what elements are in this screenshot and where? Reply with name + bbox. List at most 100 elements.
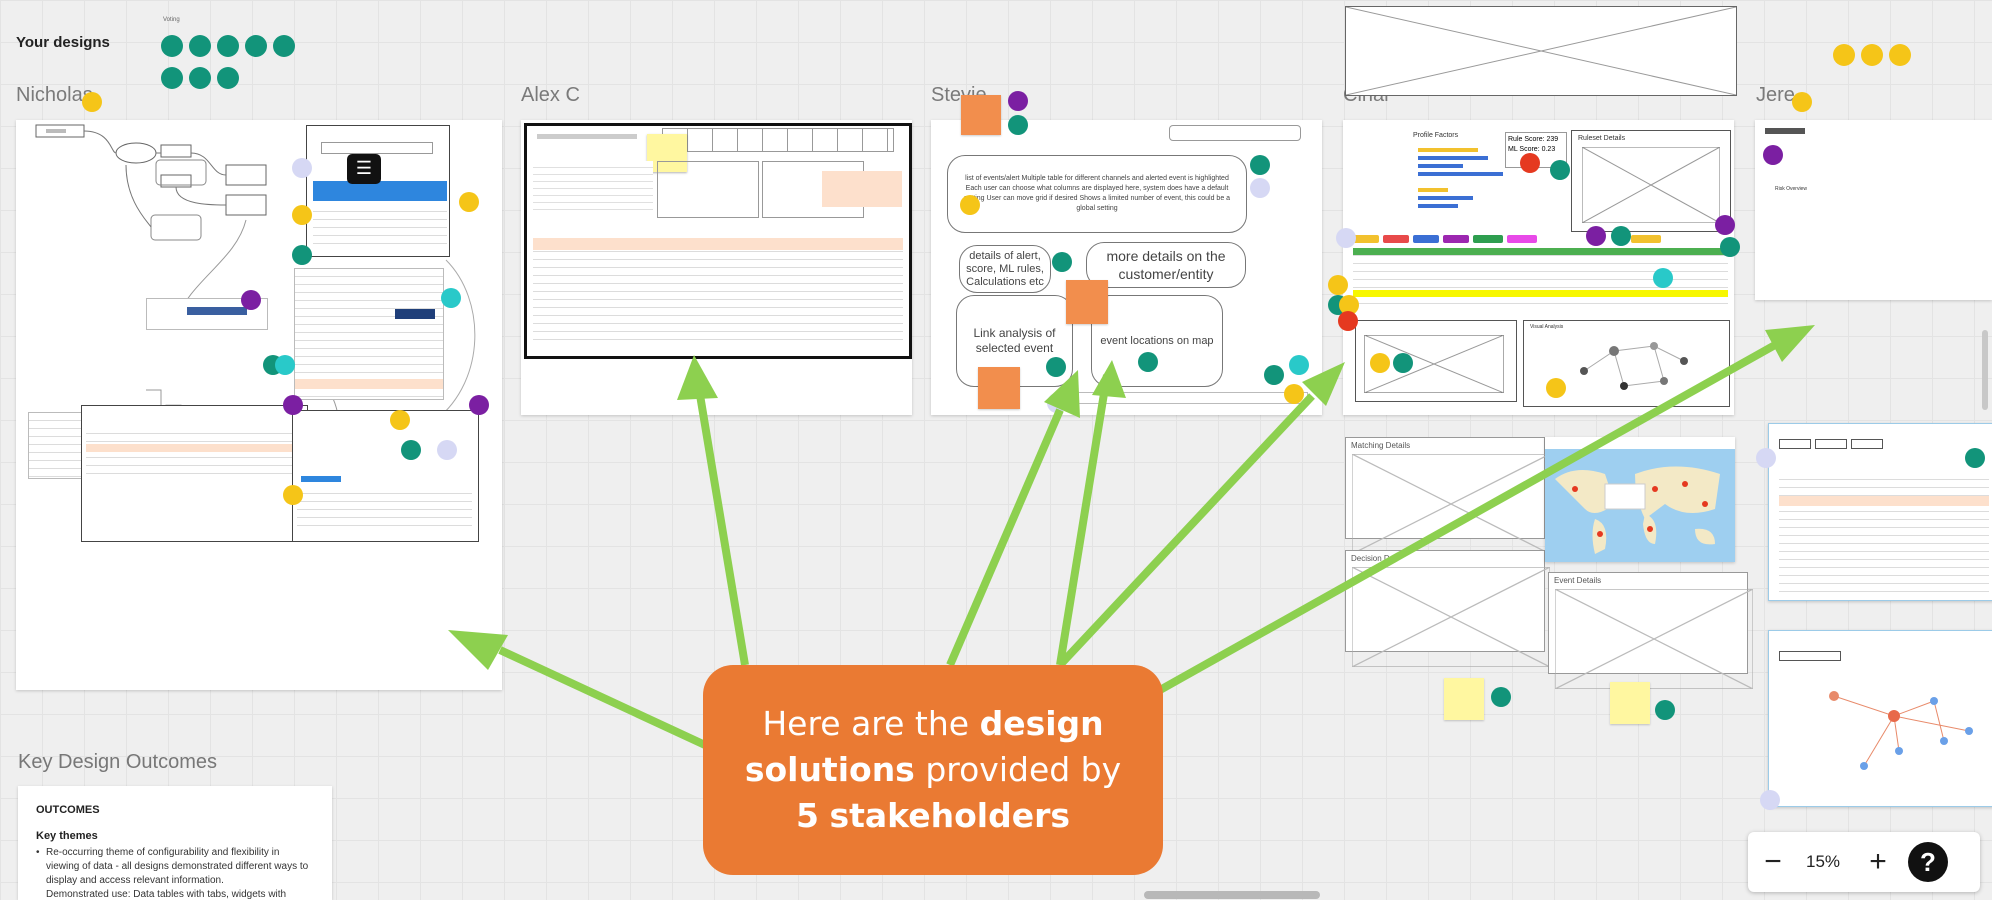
comment-icon[interactable]: ☰ bbox=[347, 154, 381, 184]
vote-dot bbox=[1284, 384, 1304, 404]
network-graph bbox=[1580, 342, 1688, 390]
zoom-in-button[interactable]: + bbox=[1869, 845, 1887, 878]
visual-analysis-box: Visual Analysis bbox=[1523, 320, 1730, 407]
vote-dot bbox=[1328, 275, 1348, 295]
frame-jere[interactable]: Risk Overview bbox=[1755, 120, 1992, 300]
zoom-out-button[interactable]: − bbox=[1764, 845, 1782, 878]
frame-nicholas[interactable]: ☰ bbox=[16, 120, 502, 690]
vote-dot bbox=[283, 395, 303, 415]
callout-bold-4: stakeholders bbox=[829, 796, 1070, 835]
vote-dot bbox=[441, 288, 461, 308]
wire-highlight-bar bbox=[313, 181, 447, 201]
wire-row-highlight bbox=[86, 444, 301, 452]
sticky-note[interactable] bbox=[1444, 678, 1484, 720]
vote-dot bbox=[1861, 44, 1883, 66]
horizontal-scrollbar[interactable] bbox=[1144, 891, 1320, 899]
filter-chip bbox=[1443, 235, 1469, 243]
table-row-highlight bbox=[1353, 290, 1728, 297]
jere-table-screen bbox=[1768, 423, 1992, 601]
arrow-to-stevie-center bbox=[1056, 374, 1111, 666]
vote-dot bbox=[1250, 178, 1270, 198]
vote-dot bbox=[1138, 352, 1158, 372]
vote-dot bbox=[1250, 155, 1270, 175]
wire-rows bbox=[313, 204, 447, 249]
voting-label: Voting bbox=[163, 17, 180, 23]
sticky-note bbox=[647, 134, 687, 172]
callout-text-2: provided by bbox=[914, 750, 1122, 789]
vote-dot bbox=[390, 410, 410, 430]
vote-dot bbox=[1833, 44, 1855, 66]
arrowhead bbox=[677, 355, 718, 400]
wire-tab bbox=[301, 476, 341, 482]
wireframe-screen: ☰ bbox=[306, 125, 450, 257]
callout-bold-3: 5 bbox=[796, 796, 819, 835]
vote-dot bbox=[283, 485, 303, 505]
vote-dot bbox=[1550, 160, 1570, 180]
help-button[interactable]: ? bbox=[1908, 842, 1948, 882]
wire-tab bbox=[1779, 439, 1811, 449]
vote-dot bbox=[245, 35, 267, 57]
frame-cinar[interactable]: Profile Factors Rule Score: 239 ML Score… bbox=[1343, 120, 1734, 415]
vote-dot bbox=[1008, 115, 1028, 135]
vote-dot bbox=[292, 245, 312, 265]
wire-table bbox=[533, 236, 903, 346]
vote-dot bbox=[1491, 687, 1511, 707]
sticky-note[interactable] bbox=[961, 95, 1001, 135]
decision-details-label: Decision D bbox=[1351, 554, 1390, 563]
arrowhead bbox=[448, 630, 508, 670]
filter-chip bbox=[1413, 235, 1439, 243]
filter-chips bbox=[1353, 235, 1728, 245]
profile-factors-chart bbox=[1418, 148, 1503, 208]
sticky-note[interactable] bbox=[978, 367, 1020, 409]
filter-chip bbox=[1507, 235, 1537, 243]
wireframe-table-2 bbox=[292, 410, 479, 542]
jere-wire-title: Risk Overview bbox=[1775, 186, 1807, 192]
vote-dot bbox=[1052, 252, 1072, 272]
wire-row-highlight bbox=[533, 238, 903, 250]
wire-box bbox=[321, 142, 433, 154]
wire-panel bbox=[1355, 320, 1517, 402]
wireframe-panel bbox=[294, 268, 444, 400]
profile-factors-label: Profile Factors bbox=[1413, 132, 1459, 139]
vote-dot bbox=[161, 35, 183, 57]
arrowhead bbox=[1765, 325, 1815, 362]
key-outcomes-title: Key Design Outcomes bbox=[18, 751, 217, 773]
vote-dot bbox=[1889, 44, 1911, 66]
vote-dot bbox=[437, 440, 457, 460]
vertical-scrollbar[interactable] bbox=[1982, 330, 1988, 410]
arrowhead bbox=[1044, 370, 1080, 418]
callout-text-1: Here are the bbox=[762, 704, 980, 743]
wire-bar bbox=[187, 307, 247, 315]
vote-dot bbox=[1653, 268, 1673, 288]
wireframe-image-placeholder bbox=[1345, 6, 1737, 96]
arrowhead bbox=[1092, 360, 1126, 398]
vote-dot bbox=[1339, 295, 1359, 315]
outcomes-card[interactable]: OUTCOMES Key themes • Re-occurring theme… bbox=[18, 786, 332, 900]
vote-dot bbox=[217, 35, 239, 57]
arrowhead bbox=[1302, 362, 1345, 406]
wire-box bbox=[657, 161, 759, 218]
vote-dot bbox=[189, 35, 211, 57]
vote-dot bbox=[217, 67, 239, 89]
vote-dot bbox=[1655, 700, 1675, 720]
ml-score: ML Score: 0.23 bbox=[1508, 146, 1556, 153]
callout-bold-1: design bbox=[979, 704, 1104, 743]
vote-dot bbox=[1611, 226, 1631, 246]
vote-dot bbox=[82, 92, 102, 112]
arrow-to-jere bbox=[1158, 341, 1777, 694]
wire-row-highlight bbox=[295, 379, 443, 389]
vote-dot bbox=[241, 290, 261, 310]
frame-alex[interactable] bbox=[521, 120, 912, 415]
vote-dot bbox=[1756, 448, 1776, 468]
outcomes-bullet: • Re-occurring theme of configurability … bbox=[36, 846, 314, 900]
frame-label-alex: Alex C bbox=[521, 84, 580, 106]
outcomes-subheading: Key themes bbox=[36, 830, 98, 842]
vote-dot bbox=[1715, 215, 1735, 235]
vote-dot bbox=[459, 192, 479, 212]
sticky-note[interactable] bbox=[1610, 682, 1650, 724]
design-callout[interactable]: Here are the design solutions provided b… bbox=[703, 665, 1163, 875]
text-list-of-events: list of events/alert Multiple table for … bbox=[947, 155, 1247, 233]
sticky-note[interactable] bbox=[1066, 280, 1108, 324]
